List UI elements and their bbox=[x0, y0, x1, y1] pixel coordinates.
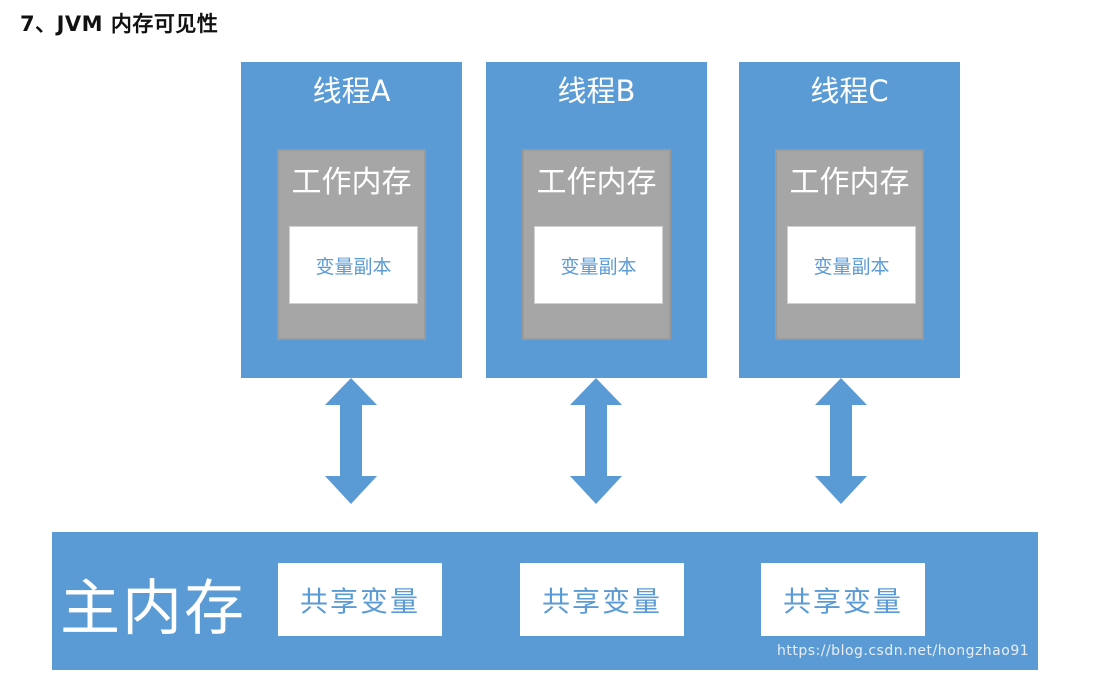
thread-c-block: 线程C 工作内存 变量副本 bbox=[739, 62, 960, 378]
double-arrow-icon bbox=[570, 378, 622, 504]
main-memory-block: 主内存 共享变量 共享变量 共享变量 https://blog.csdn.net… bbox=[52, 532, 1038, 670]
double-arrow-icon bbox=[325, 378, 377, 504]
thread-title: 线程B bbox=[557, 74, 636, 108]
shared-variable-box: 共享变量 bbox=[520, 563, 684, 636]
thread-title: 线程C bbox=[810, 74, 889, 108]
thread-a-block: 线程A 工作内存 变量副本 bbox=[241, 62, 462, 378]
page-title: 7、JVM 内存可见性 bbox=[20, 12, 219, 36]
thread-b-block: 线程B 工作内存 变量副本 bbox=[486, 62, 707, 378]
work-memory-title: 工作内存 bbox=[789, 165, 910, 200]
shared-variable-box: 共享变量 bbox=[761, 563, 925, 636]
work-memory-block: 工作内存 变量副本 bbox=[522, 149, 671, 340]
work-memory-block: 工作内存 变量副本 bbox=[277, 149, 426, 340]
variable-copy-box: 变量副本 bbox=[534, 226, 663, 304]
double-arrow-icon bbox=[815, 378, 867, 504]
thread-title: 线程A bbox=[312, 74, 391, 108]
work-memory-title: 工作内存 bbox=[291, 165, 412, 200]
main-memory-label: 主内存 bbox=[60, 574, 246, 644]
variable-copy-box: 变量副本 bbox=[787, 226, 916, 304]
work-memory-block: 工作内存 变量副本 bbox=[775, 149, 924, 340]
work-memory-title: 工作内存 bbox=[536, 165, 657, 200]
shared-variable-box: 共享变量 bbox=[278, 563, 442, 636]
variable-copy-box: 变量副本 bbox=[289, 226, 418, 304]
watermark-url: https://blog.csdn.net/hongzhao91 bbox=[777, 643, 1030, 659]
